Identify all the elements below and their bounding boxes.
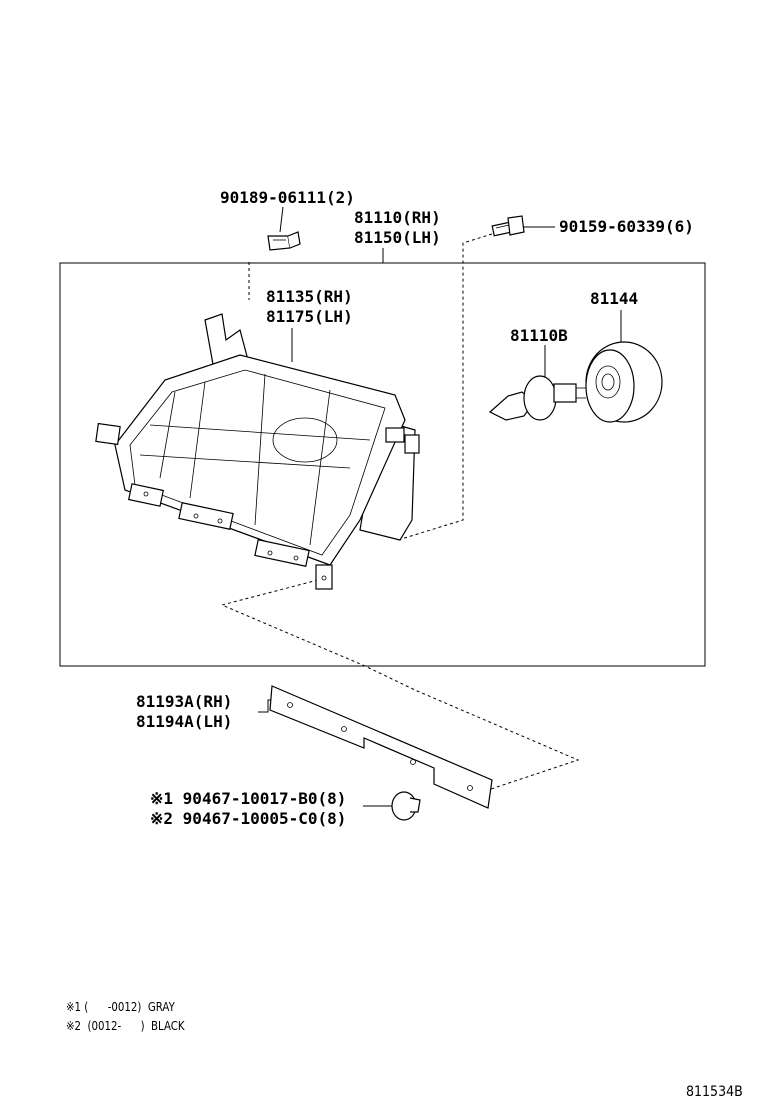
label-trim-rh: 81193A(RH) [136,692,233,711]
label-socket: 81144 [590,289,639,308]
label-trim-lh: 81194A(LH) [136,712,233,731]
headlamp-assembly-icon [95,313,420,590]
trim-plate-icon [269,685,493,809]
note-1: ※1 ( -0012) GRAY [66,1000,175,1014]
dash-trim [220,579,580,791]
diagram-code: 811534B [686,1084,743,1100]
dash-bolt [397,233,493,541]
socket-icon [585,341,663,423]
clip-icon [391,791,421,821]
label-lens-lh: 81175(LH) [266,307,353,326]
label-headlamp-rh: 81110(RH) [354,208,441,227]
bulb-icon [488,375,586,421]
label-clip-2: ※2 90467-10005-C0(8) [150,809,347,828]
label-headlamp-lh: 81150(LH) [354,228,441,247]
label-clip-1: ※1 90467-10017-B0(8) [150,789,347,808]
note-2: ※2 (0012- ) BLACK [66,1019,185,1033]
label-lens-rh: 81135(RH) [266,287,353,306]
bolt-icon [491,215,525,237]
leader-screw [279,206,284,233]
label-screw-top: 90189-06111(2) [220,188,355,207]
label-bulb: 81110B [510,326,568,345]
screw-icon [267,231,301,251]
label-bolt: 90159-60339(6) [559,217,694,236]
